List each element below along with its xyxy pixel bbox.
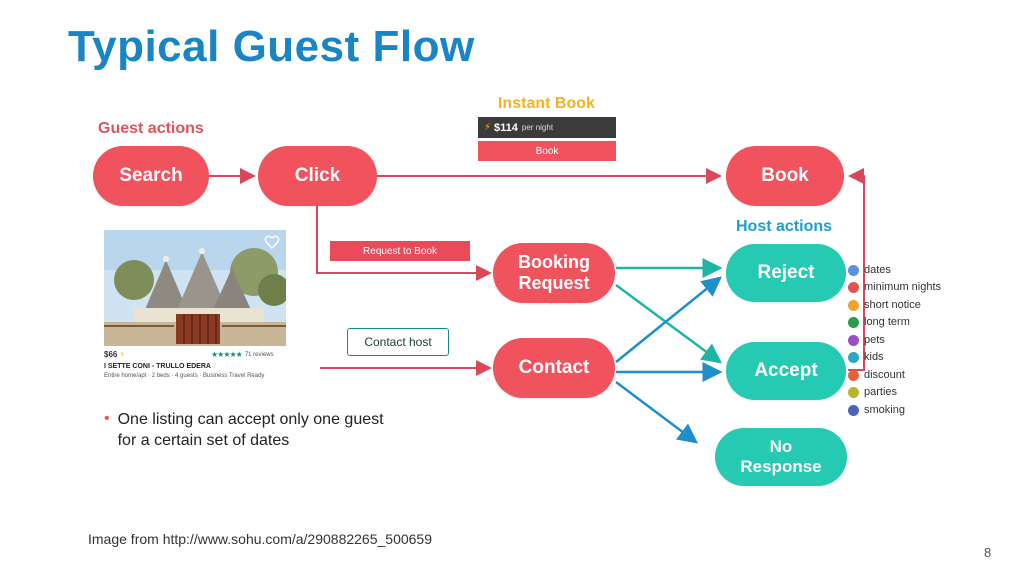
node-booking-request: Booking Request	[493, 243, 615, 303]
rating-stars-icon: ★★★★★	[210, 350, 243, 359]
instant-book-button[interactable]: Book	[478, 141, 616, 161]
arrow-contact-no-response	[615, 381, 698, 444]
node-reject: Reject	[726, 244, 846, 302]
legend-item-smoking: smoking	[848, 404, 905, 416]
note-text: One listing can accept only one guest fo…	[117, 411, 384, 449]
legend-label: minimum nights	[864, 281, 942, 293]
legend-item-parties: parties	[848, 386, 897, 398]
legend-item-discount: discount	[848, 369, 905, 381]
legend-label: dates	[864, 264, 891, 276]
dot-icon	[848, 316, 859, 328]
legend-item-pets: pets	[848, 334, 885, 346]
legend-label: pets	[864, 334, 885, 346]
dot-icon	[848, 351, 859, 363]
instant-book-per-night: per night	[521, 123, 554, 132]
request-to-book-tag: Request to Book	[330, 241, 470, 261]
dot-icon	[848, 281, 859, 293]
host-actions-label: Host actions	[736, 218, 833, 235]
dot-icon	[848, 334, 859, 346]
listing-price: $66	[104, 350, 118, 359]
listing-card[interactable]: $66 ⚡ ★★★★★ 71 reviews I SETTE CONI - TR…	[104, 230, 288, 385]
legend-label: short notice	[864, 299, 921, 311]
listing-photo	[104, 230, 286, 346]
legend-item-long-term: long term	[848, 316, 910, 328]
note-bullet: • One listing can accept only one guest …	[104, 410, 404, 452]
legend-label: discount	[864, 369, 905, 381]
instant-book-label: Instant Book	[498, 95, 595, 112]
instant-book-price-bar: ⚡ $114 per night	[478, 117, 616, 138]
node-search: Search	[93, 146, 209, 206]
dot-icon	[848, 369, 859, 381]
dot-icon	[848, 299, 859, 311]
page-number: 8	[984, 545, 992, 560]
arrow-click-booking-request	[316, 206, 492, 281]
legend-item-kids: kids	[848, 351, 884, 363]
arrow-contact-reject	[615, 276, 722, 363]
legend-label: kids	[864, 351, 884, 363]
contact-host-button[interactable]: Contact host	[347, 328, 449, 356]
legend-item-short-notice: short notice	[848, 299, 921, 311]
node-contact: Contact	[493, 338, 615, 398]
listing-details: Entire home/apt · 2 beds · 4 guests · Bu…	[104, 373, 265, 379]
legend-label: parties	[864, 386, 898, 398]
node-click: Click	[258, 146, 377, 206]
node-book: Book	[726, 146, 844, 206]
image-source-caption: Image from http://www.sohu.com/a/2908822…	[88, 531, 432, 547]
lightning-icon: ⚡	[119, 350, 125, 359]
legend-item-minimum-nights: minimum nights	[848, 281, 941, 293]
bullet-icon: •	[104, 410, 110, 427]
guest-flow-diagram: Guest actions Host actions Instant Book …	[88, 90, 958, 542]
lightning-icon: ⚡	[484, 122, 492, 133]
listing-meta-row: $66 ⚡ ★★★★★ 71 reviews	[104, 350, 288, 359]
guest-actions-label: Guest actions	[98, 120, 204, 137]
legend-label: long term	[864, 316, 910, 328]
dot-icon	[848, 386, 859, 398]
listing-reviews: 71 reviews	[244, 351, 274, 358]
legend-label: smoking	[864, 404, 905, 416]
node-accept: Accept	[726, 342, 846, 400]
arrow-request-accept	[615, 283, 723, 364]
instant-book-price: $114	[494, 121, 518, 134]
dot-icon	[848, 264, 859, 276]
legend-item-dates: dates	[848, 264, 891, 276]
node-no-response: No Response	[715, 428, 847, 486]
slide-title: Typical Guest Flow	[68, 22, 475, 71]
heart-icon	[264, 235, 280, 250]
dot-icon	[848, 404, 859, 416]
listing-name: I SETTE CONI - TRULLO EDERA	[104, 363, 211, 370]
